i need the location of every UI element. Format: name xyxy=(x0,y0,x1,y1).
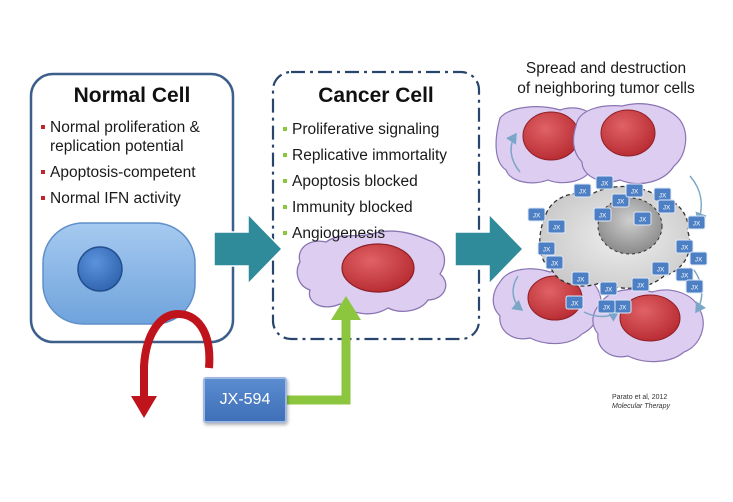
spread-arrow-3 xyxy=(511,275,524,311)
jx-virus-badge: JX xyxy=(597,299,616,314)
cancer-cell-panel xyxy=(271,70,481,341)
jx-virus-badge: JX xyxy=(571,271,590,286)
green-arrow-drug-to-cancer xyxy=(285,318,351,405)
tumor-cluster xyxy=(492,103,707,363)
cancer-bullet-immunity: Immunity blocked xyxy=(283,198,483,217)
arrow-cancer-to-spread xyxy=(454,212,525,286)
curved-arrow-bypass xyxy=(140,309,214,398)
jx-virus-label: JX xyxy=(551,261,559,268)
jx-virus-label: JX xyxy=(637,283,645,290)
tumor-nucleus-bottom-right xyxy=(619,294,681,342)
jx-virus-badge: JX xyxy=(687,215,706,230)
jx-virus-badge: JX xyxy=(537,241,556,256)
jx-virus-badge: JX xyxy=(651,261,670,276)
spread-arrow-2 xyxy=(689,175,707,224)
jx-virus-label: JX xyxy=(695,257,703,264)
jx594-label: JX-594 xyxy=(219,391,271,408)
cancer-bullet-angiogenesis: Angiogenesis xyxy=(283,224,483,243)
cancer-bullet-apoptosis: Apoptosis blocked xyxy=(283,172,483,191)
jx-virus-label: JX xyxy=(605,287,613,294)
jx-virus-label: JX xyxy=(631,189,639,196)
jx-virus-badge: JX xyxy=(599,281,618,296)
jx-virus-badge: JX xyxy=(631,277,650,292)
arrow-normal-to-cancer xyxy=(213,212,284,286)
jx-virus-label: JX xyxy=(691,285,699,292)
spread-title-line-1: Spread and destruction xyxy=(525,60,687,77)
jx-virus-badge: JX xyxy=(633,211,652,226)
tumor-nucleus-top-left xyxy=(522,111,580,161)
jx-virus-label: JX xyxy=(533,213,541,220)
curved-arrow-head xyxy=(131,396,157,418)
jx594-drug-box: JX-594 xyxy=(203,377,287,423)
citation-author: Parato et al, 2012 xyxy=(612,394,668,401)
citation: Parato et al, 2012 Molecular Therapy xyxy=(612,393,670,411)
jx-virus-badge: JX xyxy=(689,251,708,266)
normal-cell-bullets: Normal proliferation & replication poten… xyxy=(41,118,231,215)
jx-virus-badge: JX xyxy=(653,187,672,202)
jx-virus-badge: JX xyxy=(613,299,632,314)
cancer-bullet-proliferative: Proliferative signaling xyxy=(283,120,483,139)
jx-virus-label: JX xyxy=(599,213,607,220)
cancer-cell-bullets: Proliferative signaling Replicative immo… xyxy=(283,120,483,250)
spread-arrow-1 xyxy=(506,132,521,173)
spread-title-line-2: of neighboring tumor cells xyxy=(517,80,695,97)
jx-virus-badge: JX xyxy=(675,239,694,254)
jx-virus-label: JX xyxy=(577,277,585,284)
jx-virus-label: JX xyxy=(681,273,689,280)
destroyed-cell-core xyxy=(597,197,663,255)
jx-virus-badge: JX xyxy=(625,183,644,198)
jx-virus-label: JX xyxy=(553,225,561,232)
jx-virus-label: JX xyxy=(571,301,579,308)
cancer-cell-title: Cancer Cell xyxy=(318,84,434,107)
jx-virus-label: JX xyxy=(681,245,689,252)
jx-virus-badge: JX xyxy=(685,279,704,294)
jx-virus-label: JX xyxy=(543,247,551,254)
jx-virus-label: JX xyxy=(603,305,611,312)
cancer-bullet-immortality: Replicative immortality xyxy=(283,146,483,165)
jx-virus-badge: JX xyxy=(593,207,612,222)
normal-bullet-apoptosis: Apoptosis-competent xyxy=(41,163,231,182)
spread-title: Spread and destruction of neighboring tu… xyxy=(488,59,724,99)
normal-bullet-proliferation: Normal proliferation & replication poten… xyxy=(41,118,231,156)
cancer-cell-nucleus xyxy=(341,243,415,293)
citation-journal: Molecular Therapy xyxy=(612,403,670,410)
jx-virus-label: JX xyxy=(601,181,609,188)
jx-virus-label: JX xyxy=(657,267,665,274)
jx-virus-badge: JX xyxy=(527,207,546,222)
tumor-nucleus-top-right xyxy=(600,109,656,157)
jx-virus-label: JX xyxy=(579,189,587,196)
green-arrow-head xyxy=(331,296,361,320)
jx-virus-badge: JX xyxy=(675,267,694,282)
normal-cell-nucleus xyxy=(77,246,123,292)
normal-bullet-ifn: Normal IFN activity xyxy=(41,189,231,208)
jx-virus-badge: JX xyxy=(595,175,614,190)
jx-virus-label: JX xyxy=(619,305,627,312)
jx-virus-badge: JX xyxy=(611,193,630,208)
jx-virus-badge: JX xyxy=(545,255,564,270)
jx-virus-label: JX xyxy=(639,217,647,224)
jx-virus-badge: JX xyxy=(657,199,676,214)
normal-cell-title: Normal Cell xyxy=(73,84,191,107)
jx-virus-label: JX xyxy=(617,199,625,206)
jx-virus-badge: JX xyxy=(547,219,566,234)
jx-virus-label: JX xyxy=(663,205,671,212)
jx-virus-label: JX xyxy=(693,221,701,228)
jx-virus-label: JX xyxy=(659,193,667,200)
jx-virus-badge: JX xyxy=(573,183,592,198)
jx-virus-badge: JX xyxy=(565,295,584,310)
